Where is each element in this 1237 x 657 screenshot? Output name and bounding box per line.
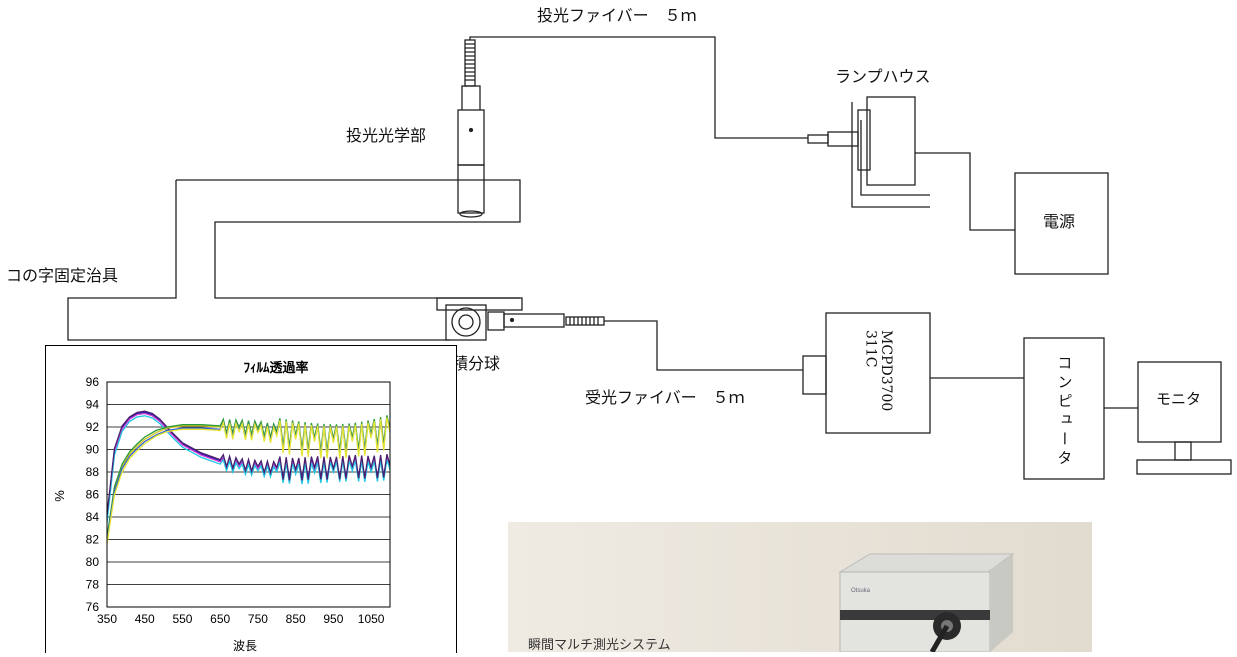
chart-title: ﾌｨﾙﾑ透過率 <box>243 360 308 375</box>
transmittance-chart-panel: ﾌｨﾙﾑ透過率 % 波長 76 78 80 82 84 86 88 90 92 94 96 350 45… <box>45 345 457 653</box>
chart-x-tick-label: 450 <box>135 612 155 626</box>
photo-brand-text: Otsuka <box>851 588 871 594</box>
transmittance-chart: ﾌｨﾙﾑ透過率 % 波長 76 78 80 82 84 86 88 90 92 94 96 350 45… <box>52 360 391 653</box>
chart-y-axis-label: % <box>52 490 67 502</box>
chart-x-tick-label: 550 <box>172 612 192 626</box>
chart-x-tick-label: 950 <box>323 612 343 626</box>
chart-y-tick-label: 88 <box>86 465 100 479</box>
spectrometer-label: MCPD3700 311C <box>862 330 894 412</box>
chart-y-tick-label: 78 <box>86 578 100 592</box>
monitor-unit <box>1136 361 1232 475</box>
monitor-label: モニタ <box>1156 390 1202 408</box>
chart-series-line <box>106 417 391 545</box>
receiver-fiber-label: 受光ファイバー ５ｍ <box>585 388 745 407</box>
chart-y-tick-label: 80 <box>86 555 100 569</box>
lamp-house-label: ランプハウス <box>835 67 931 86</box>
chart-y-tick-label: 82 <box>86 533 100 547</box>
chart-plot-area <box>106 381 391 608</box>
integrating-sphere-label: 積分球 <box>452 354 501 373</box>
computer-label: コンピュータ <box>1055 355 1074 469</box>
chart-x-tick-label: 350 <box>97 612 117 626</box>
lamp-house <box>807 96 930 208</box>
chart-x-axis-label: 波長 <box>233 639 257 653</box>
projector-optics-unit <box>457 85 485 218</box>
chart-y-tick-label: 86 <box>86 488 100 502</box>
spectrometer-unit <box>802 312 931 434</box>
chart-x-tick-label: 850 <box>286 612 306 626</box>
projector-fiber-cable <box>469 36 808 139</box>
lamp-power-cable <box>915 152 1015 231</box>
u-fixture <box>67 179 521 341</box>
chart-y-tick-label: 92 <box>86 420 100 434</box>
chart-x-tick-label: 750 <box>248 612 268 626</box>
projector-optics-label: 投光光学部 <box>346 126 427 145</box>
photo-caption: 瞬間マルチ測光システム <box>528 638 671 652</box>
chart-y-tick-label: 76 <box>86 600 100 614</box>
spectrometer-device-image <box>838 553 1015 652</box>
chart-series-line <box>106 410 391 515</box>
power-supply-box <box>1014 172 1109 275</box>
chart-x-tick-label: 650 <box>210 612 230 626</box>
receiver-fiber-cable <box>604 320 803 371</box>
power-supply-label: 電源 <box>1043 212 1076 231</box>
product-photo: Otsuka 瞬間マルチ測光システム <box>508 522 1092 652</box>
chart-y-tick-label: 94 <box>86 398 100 412</box>
projector-fiber-coil <box>464 39 476 87</box>
u-fixture-label: コの字固定治具 <box>6 266 119 285</box>
integrating-sphere <box>436 297 605 341</box>
chart-x-tick-label: 1050 <box>358 612 385 626</box>
chart-y-tick-label: 90 <box>86 443 100 457</box>
chart-y-tick-label: 84 <box>86 510 100 524</box>
chart-y-tick-label: 96 <box>86 375 100 389</box>
projector-fiber-label: 投光ファイバー ５ｍ <box>537 6 697 25</box>
chart-series-line <box>106 415 391 538</box>
